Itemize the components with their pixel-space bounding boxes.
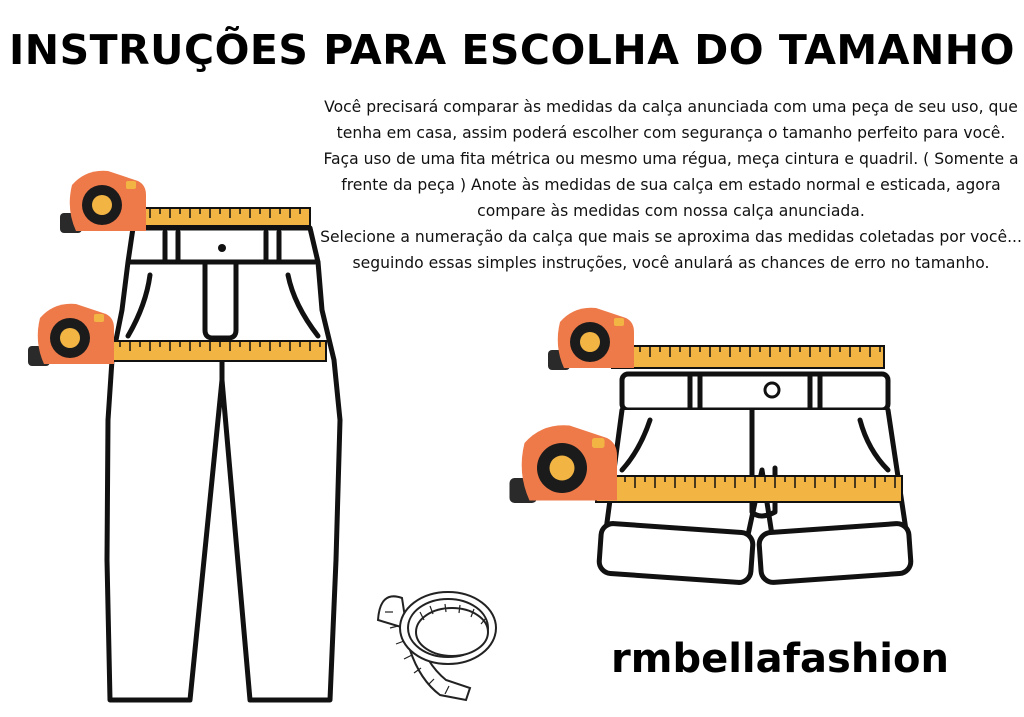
- pants-icon: [104, 225, 343, 703]
- tape-measure-icon: [60, 170, 311, 233]
- brand-name: rmbellafashion: [611, 636, 949, 682]
- tape-measure-icon: [509, 425, 903, 503]
- tape-measure-icon: [548, 307, 885, 370]
- shorts-icon: [596, 371, 914, 585]
- tape-measure-icon: [28, 303, 327, 366]
- instructions-paragraph: Selecione a numeração da calça que mais …: [320, 228, 1022, 272]
- tape-roll-icon: [376, 591, 497, 702]
- instructions-text: Você precisará comparar às medidas da ca…: [318, 94, 1024, 276]
- shorts-button: [763, 381, 781, 399]
- instructions-paragraph: Você precisará comparar às medidas da ca…: [324, 98, 1018, 142]
- pants-button: [218, 244, 226, 252]
- instructions-paragraph: Faça uso de uma fita métrica ou mesmo um…: [323, 150, 1019, 220]
- page-title: INSTRUÇÕES PARA ESCOLHA DO TAMANHO: [9, 26, 1015, 74]
